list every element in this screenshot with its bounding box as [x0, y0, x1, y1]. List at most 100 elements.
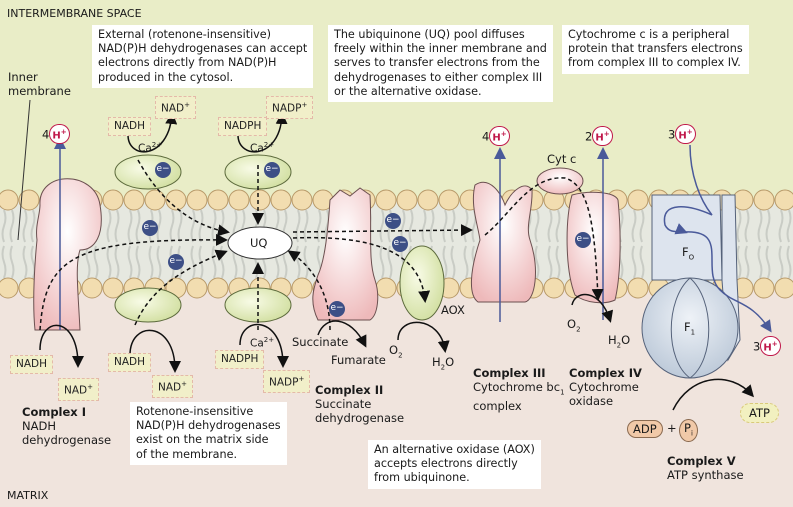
lipid-head	[753, 277, 775, 299]
lipid-tail	[387, 245, 393, 279]
chip-nadh-complex-i: NADH	[10, 355, 54, 374]
complex-iii-shape	[470, 182, 536, 303]
note-line: protein that transfers electrons	[568, 42, 743, 56]
complex-desc: oxidase	[569, 394, 614, 408]
proton-icon: H+	[675, 124, 696, 145]
cyt-c-label: Cyt c	[547, 152, 577, 166]
complex-name: Complex V	[667, 454, 736, 468]
lipid-tail	[555, 209, 561, 243]
proton-count: 4	[482, 129, 490, 144]
lipid-tail	[450, 245, 456, 279]
proton-count: 2	[585, 129, 593, 144]
lipid-tail	[30, 209, 36, 243]
ubiquinone-pool	[227, 226, 293, 260]
complex-ii-label: Complex II Succinate dehydrogenase	[315, 383, 404, 425]
lipid-tail	[156, 245, 162, 279]
lipid-tail	[198, 209, 204, 243]
o-text: O	[621, 333, 631, 347]
note-line: of the membrane.	[136, 447, 238, 461]
f1-label: F1	[684, 320, 695, 339]
lipid-tail	[736, 245, 742, 279]
substrate-arrows	[39, 112, 754, 411]
f-text: F	[684, 320, 691, 334]
electron-icon: e−	[168, 254, 184, 270]
electron-icon: e−	[575, 232, 591, 248]
lipid-head	[627, 189, 649, 211]
p-sub: i	[690, 429, 693, 438]
lipid-head	[375, 189, 397, 211]
lipid-tail	[324, 209, 330, 243]
note-line: External (rotenone-insensitive)	[98, 28, 272, 41]
proton-text: H	[52, 130, 61, 142]
lipid-tail	[744, 209, 750, 243]
lipid-tail	[555, 245, 561, 279]
f-sub: O	[688, 253, 695, 262]
chip-nadph-external: NADPH	[218, 117, 268, 136]
proton-text: H	[678, 130, 687, 142]
lipid-head	[774, 277, 793, 299]
electron-icon: e−	[329, 301, 345, 317]
lipid-head	[81, 277, 103, 299]
lipid-head	[228, 189, 250, 211]
complex-iii-label: Complex III Cytochrome bc1 complex	[473, 366, 565, 413]
chip-nadph-internal: NADPH	[215, 350, 265, 369]
o-text: O	[389, 343, 399, 357]
electron-icon: e−	[392, 236, 408, 252]
lipid-tail	[9, 209, 15, 243]
chip-nadp-plus-external: NADP+	[266, 96, 314, 119]
complex-desc: NADH	[22, 419, 56, 433]
nadp-text: NADP	[272, 102, 302, 115]
note-line: from complex III to complex IV.	[568, 56, 741, 70]
lipid-head	[270, 189, 292, 211]
lipid-tail	[127, 209, 133, 243]
lipid-head	[543, 277, 565, 299]
lipid-tail	[9, 245, 15, 279]
note-line: exist on the matrix side	[136, 433, 269, 447]
chip-nad-plus-complex-i: NAD+	[58, 378, 99, 401]
calcium-label-internal: Ca2+	[250, 333, 274, 351]
complex-desc: Cytochrome	[569, 380, 639, 394]
lipid-head	[207, 277, 229, 299]
adp-badge: ADP	[627, 420, 663, 438]
proton-text: H	[595, 132, 604, 144]
lipid-tail	[757, 245, 763, 279]
lipid-tail	[639, 245, 645, 279]
note-line: serves to transfer electrons from the	[334, 56, 540, 70]
lipid-tail	[114, 209, 120, 243]
lipid-tail	[127, 245, 133, 279]
intermembrane-space-label: INTERMEMBRANE SPACE	[7, 7, 142, 20]
lipid-tail	[303, 245, 309, 279]
lipid-tail	[757, 209, 763, 243]
proton-icon: H+	[49, 124, 70, 145]
lipid-tail	[190, 245, 196, 279]
chip-nad-plus-internal: NAD+	[152, 375, 193, 398]
nad-text: NAD	[161, 102, 185, 115]
lipid-head	[732, 189, 754, 211]
lipid-tail	[379, 209, 385, 243]
complex-desc: dehydrogenase	[315, 411, 405, 425]
proton-count: 3	[668, 127, 676, 142]
note-line: freely within the inner membrane and	[334, 42, 547, 56]
proton-icon: H+	[592, 126, 613, 147]
lipid-head	[396, 189, 418, 211]
h-text: H	[608, 333, 617, 347]
note-ubiquinone-pool: The ubiquinone (UQ) pool diffuses freely…	[328, 25, 553, 103]
electron-icon: e−	[385, 213, 401, 229]
ca-charge: 2+	[263, 141, 275, 149]
lipid-tail	[93, 245, 99, 279]
note-line: The ubiquinone (UQ) pool diffuses	[334, 28, 525, 41]
lipid-tail	[778, 245, 784, 279]
note-line: An alternative oxidase (AOX)	[374, 443, 535, 456]
lipid-tail	[177, 209, 183, 243]
lipid-tail	[1, 209, 7, 243]
p-text: P	[684, 421, 691, 435]
complex-i-label: Complex I NADH dehydrogenase	[22, 405, 111, 447]
lipid-tail	[631, 245, 637, 279]
complex-name: Complex II	[315, 383, 384, 397]
cytochrome-c	[536, 167, 584, 195]
complex-name: Complex III	[473, 366, 546, 380]
ca-text: Ca	[250, 337, 264, 350]
water-label-complex-iv: H2O	[608, 333, 630, 352]
